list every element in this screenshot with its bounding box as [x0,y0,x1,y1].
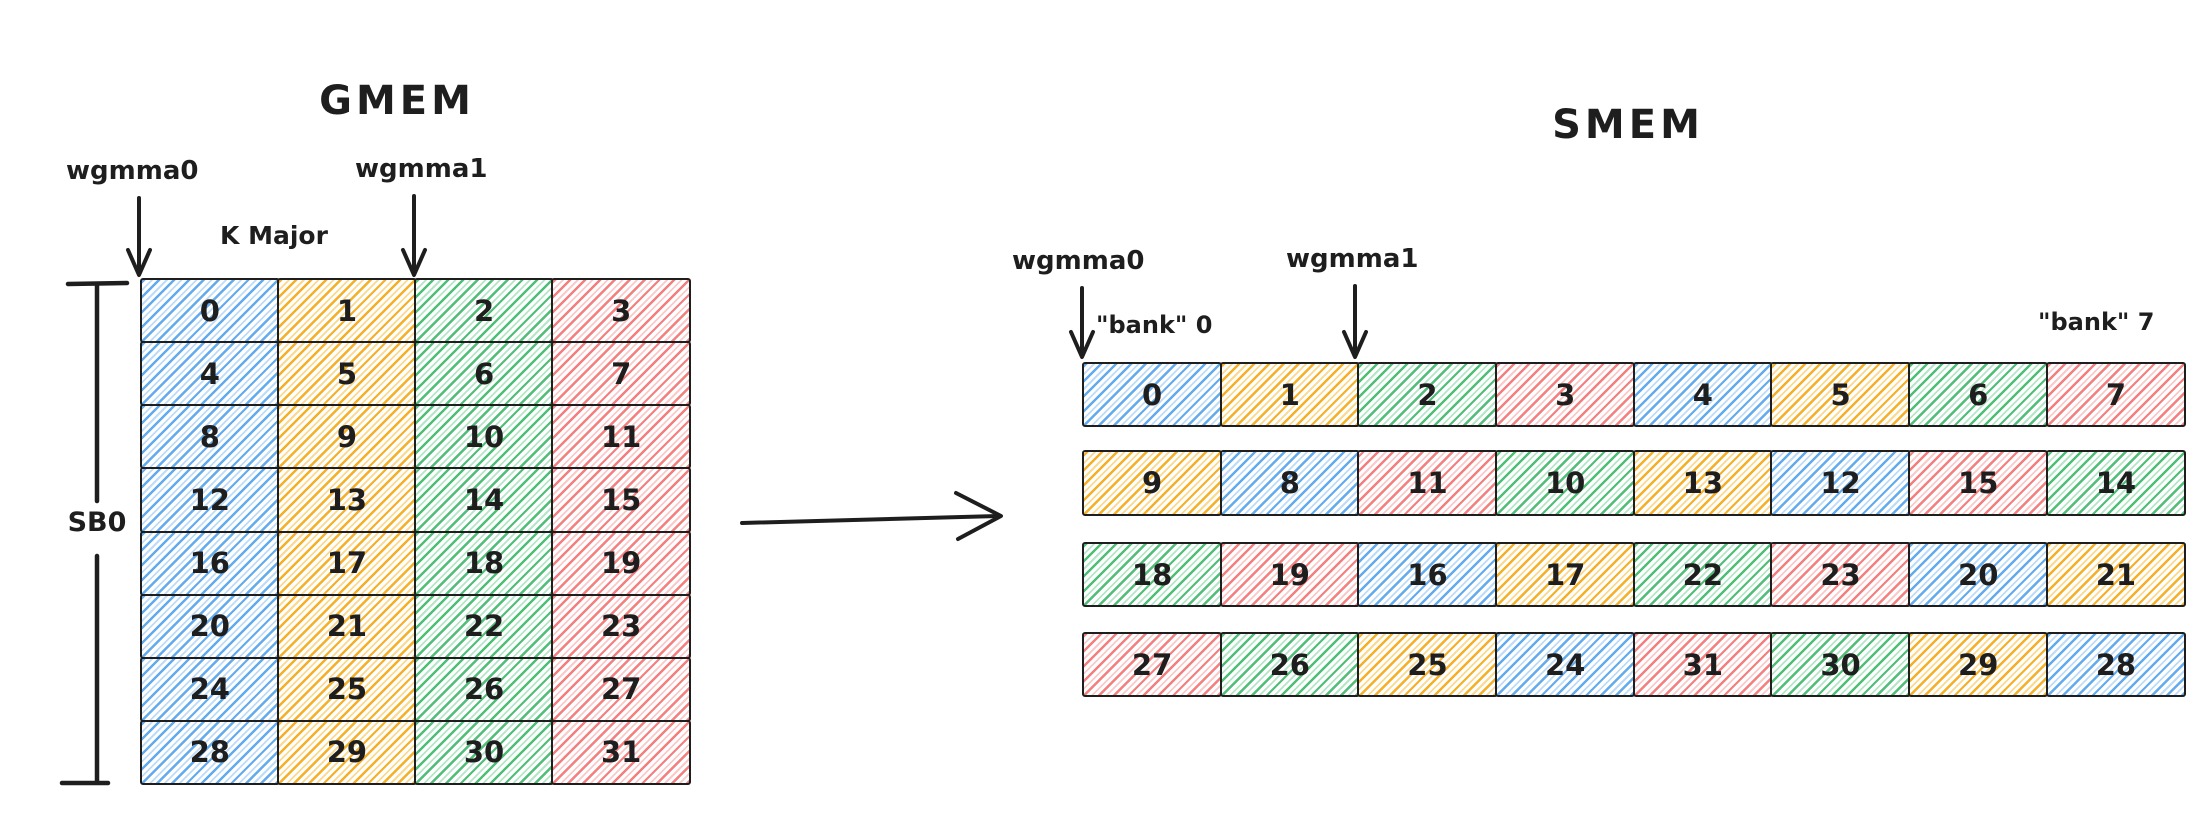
gmem-cell: 10 [414,404,554,470]
smem-cell: 15 [1908,450,2049,516]
smem-cell: 27 [1082,632,1223,697]
gmem-cell: 11 [551,404,691,470]
smem-wgmma0-label: wgmma0 [1012,246,1145,276]
gmem-cell: 30 [414,719,554,785]
smem-cell: 12 [1770,450,1911,516]
gmem-cell: 28 [140,719,280,785]
smem-cell: 23 [1770,542,1911,607]
smem-title: SMEM [1552,102,1704,148]
sb0-label: SB0 [67,507,127,538]
gmem-cell: 20 [140,593,280,659]
gmem-cell: 21 [277,593,417,659]
smem-cell: 17 [1495,542,1636,607]
smem-cell: 22 [1632,542,1773,607]
gmem-wgmma1-arrow [401,194,427,277]
k-major-label: K Major [220,221,328,250]
gmem-cell: 12 [140,467,280,533]
smem-cell: 18 [1082,542,1223,607]
smem-cell: 21 [2045,542,2186,607]
smem-wgmma0-arrow [1069,286,1095,359]
smem-cell: 16 [1357,542,1498,607]
gmem-cell: 0 [140,278,280,344]
gmem-cell: 22 [414,593,554,659]
smem-wgmma1-label: wgmma1 [1286,244,1419,274]
gmem-wgmma0-label: wgmma0 [66,156,199,186]
smem-cell: 19 [1219,542,1360,607]
gmem-cell: 14 [414,467,554,533]
smem-cell: 9 [1082,450,1223,516]
gmem-wgmma0-arrow [126,196,152,277]
gmem-cell: 17 [277,530,417,596]
gmem-cell: 9 [277,404,417,470]
gmem-cell: 7 [551,341,691,407]
bank0-label: "bank" 0 [1096,311,1213,339]
gmem-to-smem-arrow [740,491,1003,541]
gmem-cell: 1 [277,278,417,344]
smem-cell: 25 [1357,632,1498,697]
gmem-cell: 29 [277,719,417,785]
smem-cell: 31 [1632,632,1773,697]
smem-cell: 30 [1770,632,1911,697]
gmem-cell: 24 [140,656,280,722]
gmem-cell: 26 [414,656,554,722]
smem-cell: 14 [2045,450,2186,516]
gmem-cell: 8 [140,404,280,470]
smem-cell: 29 [1908,632,2049,697]
gmem-cell: 18 [414,530,554,596]
smem-cell: 20 [1908,542,2049,607]
gmem-wgmma1-label: wgmma1 [355,154,488,184]
smem-wgmma1-arrow [1342,284,1368,359]
bank7-label: "bank" 7 [2038,308,2155,336]
gmem-cell: 25 [277,656,417,722]
gmem-cell: 15 [551,467,691,533]
gmem-cell: 23 [551,593,691,659]
smem-cell: 5 [1770,362,1911,427]
gmem-cell: 6 [414,341,554,407]
gmem-cell: 19 [551,530,691,596]
gmem-cell: 31 [551,719,691,785]
smem-cell: 6 [1908,362,2049,427]
smem-cell: 8 [1219,450,1360,516]
gmem-title: GMEM [319,78,475,124]
smem-cell: 4 [1632,362,1773,427]
smem-cell: 11 [1357,450,1498,516]
gmem-cell: 5 [277,341,417,407]
smem-cell: 1 [1219,362,1360,427]
smem-cell: 26 [1219,632,1360,697]
smem-cell: 13 [1632,450,1773,516]
smem-cell: 10 [1495,450,1636,516]
gmem-cell: 16 [140,530,280,596]
smem-cell: 0 [1082,362,1223,427]
gmem-cell: 27 [551,656,691,722]
smem-cell: 28 [2045,632,2186,697]
gmem-cell: 3 [551,278,691,344]
gmem-cell: 2 [414,278,554,344]
smem-cell: 24 [1495,632,1636,697]
smem-cell: 2 [1357,362,1498,427]
smem-cell: 7 [2045,362,2186,427]
gmem-cell: 13 [277,467,417,533]
smem-cell: 3 [1495,362,1636,427]
gmem-cell: 4 [140,341,280,407]
